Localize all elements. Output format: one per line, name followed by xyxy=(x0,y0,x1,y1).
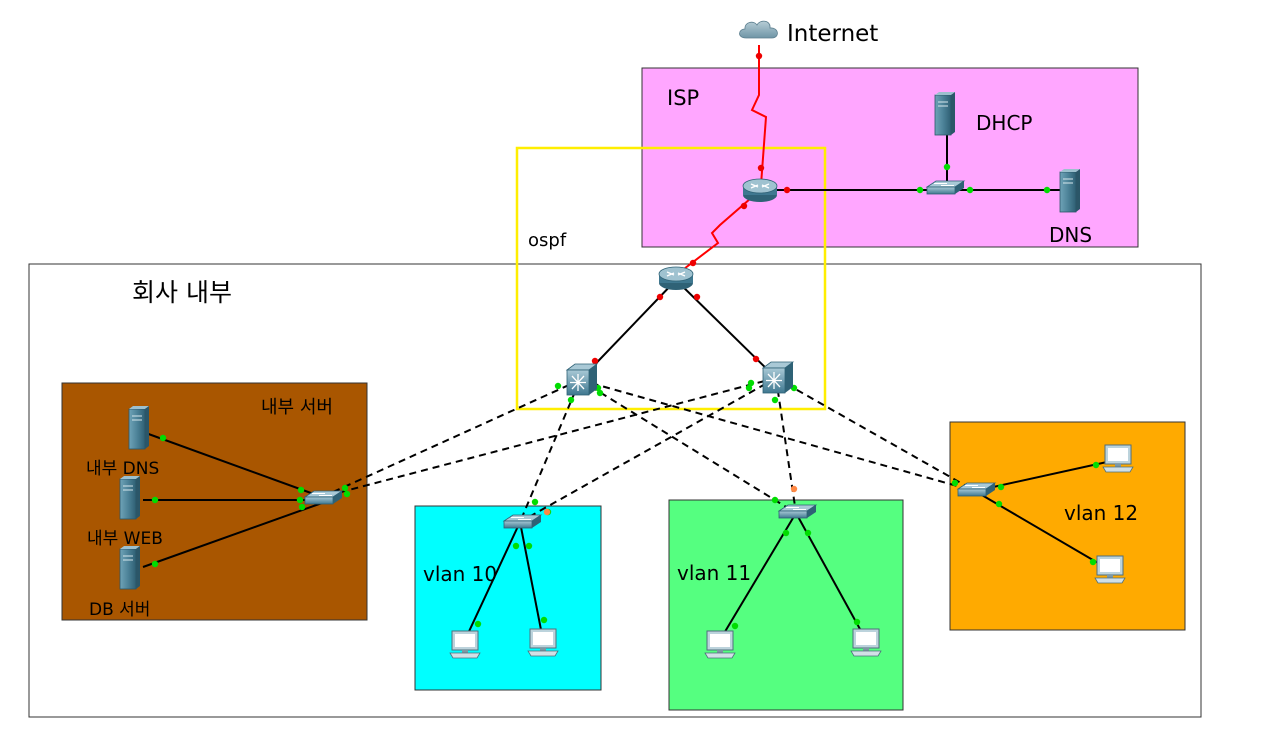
db-server-icon[interactable] xyxy=(119,545,141,590)
vlan12-label: vlan 12 xyxy=(1064,501,1139,525)
internet-label: Internet xyxy=(787,21,879,47)
internal-dns-server-icon[interactable] xyxy=(128,405,150,450)
server-zone-label: 내부 서버 xyxy=(261,397,333,418)
dns-server-icon[interactable] xyxy=(1059,168,1081,213)
trunk-links xyxy=(321,377,976,523)
dhcp-server-icon[interactable] xyxy=(934,91,956,136)
dhcp-label: DHCP xyxy=(976,111,1033,135)
serial-links xyxy=(675,45,768,276)
vlan10-pc1-icon[interactable] xyxy=(449,630,481,659)
internal-web-server-icon[interactable] xyxy=(119,475,141,520)
ospf-label: ospf xyxy=(528,230,567,251)
isp-label: ISP xyxy=(667,86,700,110)
vlan11-pc2-icon[interactable] xyxy=(850,628,882,657)
vlan12-zone xyxy=(949,421,1186,631)
port-down-dots xyxy=(591,52,791,365)
isp-zone xyxy=(641,67,1139,248)
vlan10-zone xyxy=(414,505,602,691)
core-switch-2-icon[interactable] xyxy=(762,361,794,394)
vlan10-pc2-icon[interactable] xyxy=(527,628,559,657)
company-label: 회사 내부 xyxy=(132,278,232,307)
db-server-label: DB 서버 xyxy=(89,600,151,620)
isp-router-icon[interactable] xyxy=(742,178,778,203)
vlan11-pc1-icon[interactable] xyxy=(704,630,736,659)
vlan10-label: vlan 10 xyxy=(423,562,498,586)
internet-cloud-icon xyxy=(739,20,778,39)
vlan12-pc2-icon[interactable] xyxy=(1094,555,1126,584)
internal-web-label: 내부 WEB xyxy=(87,529,163,549)
ospf-label-mask xyxy=(521,247,567,261)
vlan12-pc1-icon[interactable] xyxy=(1102,444,1134,473)
dns-label: DNS xyxy=(1049,223,1093,247)
core-switch-1-icon[interactable] xyxy=(566,363,598,396)
edge-router-icon[interactable] xyxy=(658,266,694,291)
internal-dns-label: 내부 DNS xyxy=(86,459,160,479)
port-blocking-dots xyxy=(543,485,798,516)
ospf-area-box xyxy=(515,146,827,411)
vlan11-label: vlan 11 xyxy=(677,561,752,585)
